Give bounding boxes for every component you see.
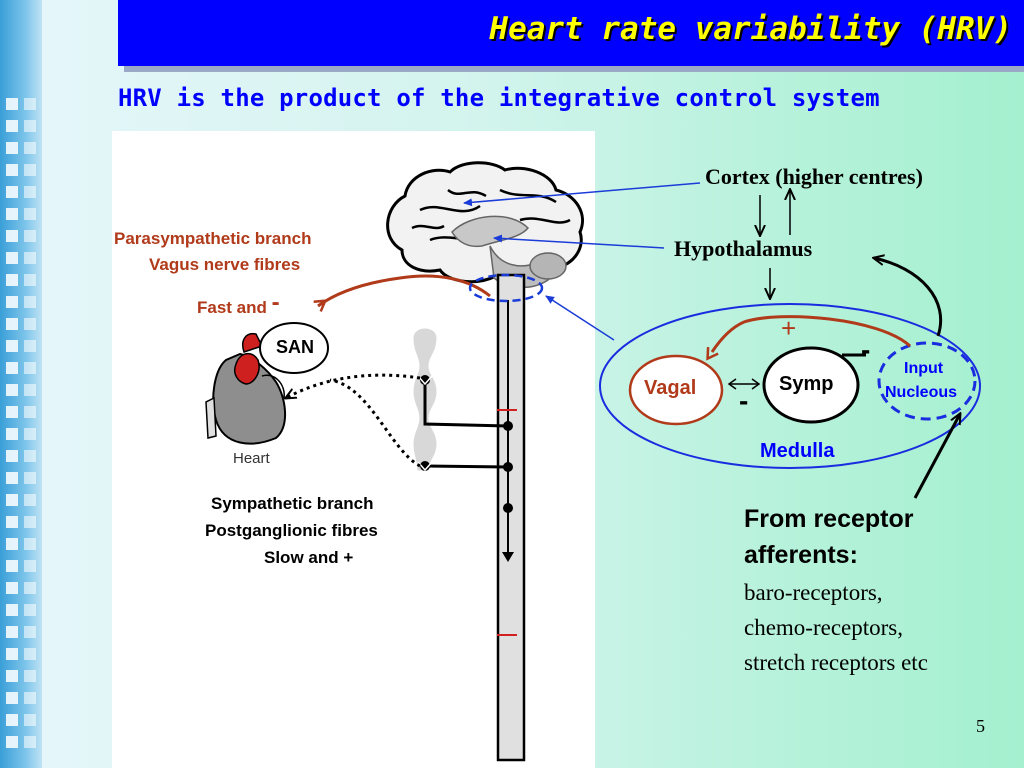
vagal-label: Vagal <box>644 377 697 399</box>
decorative-square <box>6 516 18 528</box>
decorative-square <box>6 648 18 660</box>
decorative-square <box>6 406 18 418</box>
decorative-square <box>24 428 36 440</box>
decorative-square <box>6 736 18 748</box>
heart-illustration <box>205 332 287 445</box>
decorative-square <box>6 142 18 154</box>
decorative-square <box>24 626 36 638</box>
decorative-square <box>24 274 36 286</box>
decorative-square <box>6 472 18 484</box>
decorative-square <box>6 318 18 330</box>
minus-symp-label: - <box>861 334 871 365</box>
decorative-square <box>24 384 36 396</box>
vagus-nerve-label: Vagus nerve fibres <box>149 255 301 274</box>
decorative-square <box>6 208 18 220</box>
decorative-square <box>6 582 18 594</box>
cortex-label: Cortex (higher centres) <box>705 164 923 189</box>
decorative-square <box>6 626 18 638</box>
decorative-square <box>6 340 18 352</box>
decorative-square <box>24 538 36 550</box>
decorative-square <box>24 164 36 176</box>
hypothalamus-label: Hypothalamus <box>674 236 813 261</box>
slide-title: Heart rate variability (HRV) <box>489 11 1012 47</box>
decorative-square <box>6 604 18 616</box>
afferent-item: baro-receptors, <box>744 580 883 605</box>
nucleous-label: Nucleous <box>885 384 958 401</box>
decorative-square <box>24 340 36 352</box>
decorative-square <box>6 230 18 242</box>
decorative-square <box>24 318 36 330</box>
decorative-square <box>6 560 18 572</box>
slow-text: Slow and <box>264 548 339 567</box>
decorative-square <box>24 252 36 264</box>
afferent-item: chemo-receptors, <box>744 615 904 640</box>
postganglionic-label: Postganglionic fibres <box>205 521 378 540</box>
decorative-square <box>24 362 36 374</box>
heart-label: Heart <box>233 450 270 467</box>
input-label: Input <box>904 360 944 377</box>
fast-text: Fast and <box>197 298 267 317</box>
decorative-square <box>6 186 18 198</box>
spinal-cord <box>496 273 526 762</box>
decorative-square <box>24 120 36 132</box>
title-bar: Heart rate variability (HRV) <box>118 0 1024 66</box>
decorative-square <box>6 714 18 726</box>
sympathetic-branch-label: Sympathetic branch <box>211 494 374 513</box>
afferents-heading-line2: afferents: <box>744 541 858 569</box>
decorative-square <box>24 714 36 726</box>
plus-sign-label: + <box>781 313 797 343</box>
decorative-square <box>6 692 18 704</box>
decorative-square <box>24 230 36 242</box>
decorative-square <box>24 450 36 462</box>
decorative-square <box>6 120 18 132</box>
decorative-square <box>24 186 36 198</box>
decorative-square <box>24 692 36 704</box>
afferents-heading-line1: From receptor <box>744 505 914 533</box>
decorative-square <box>6 428 18 440</box>
decorative-square <box>6 296 18 308</box>
slow-sign: + <box>343 548 354 567</box>
decorative-square <box>6 362 18 374</box>
decorative-square <box>24 516 36 528</box>
slide-subtitle: HRV is the product of the integrative co… <box>118 84 880 112</box>
fast-label: Fast and - <box>197 289 280 320</box>
decorative-square <box>24 670 36 682</box>
decorative-square <box>24 494 36 506</box>
symp-label: Symp <box>779 373 834 395</box>
decorative-square <box>24 736 36 748</box>
brain-illustration <box>386 161 584 289</box>
decorative-square <box>24 648 36 660</box>
minus-vagal-label: - <box>739 385 749 416</box>
decorative-square <box>24 560 36 572</box>
decorative-square <box>6 98 18 110</box>
page-number: 5 <box>976 716 985 736</box>
afferent-item: stretch receptors etc <box>744 650 928 675</box>
parasympathetic-branch-label: Parasympathetic branch <box>114 229 312 248</box>
decorative-square <box>6 670 18 682</box>
fast-sign: - <box>271 289 280 316</box>
decorative-square <box>24 296 36 308</box>
san-label: SAN <box>276 337 315 357</box>
decorative-square <box>6 252 18 264</box>
decorative-square <box>24 604 36 616</box>
decorative-square <box>6 494 18 506</box>
decorative-square <box>24 208 36 220</box>
decorative-square <box>6 384 18 396</box>
decorative-square <box>6 538 18 550</box>
sympathetic-chain <box>413 328 509 472</box>
medulla-label: Medulla <box>760 440 835 462</box>
decorative-square <box>24 98 36 110</box>
decorative-square <box>24 472 36 484</box>
decorative-square <box>24 142 36 154</box>
decorative-square <box>24 582 36 594</box>
decorative-square <box>24 406 36 418</box>
decorative-square <box>6 450 18 462</box>
decorative-square <box>6 164 18 176</box>
slow-label: Slow and + <box>264 548 353 568</box>
decorative-square <box>6 274 18 286</box>
